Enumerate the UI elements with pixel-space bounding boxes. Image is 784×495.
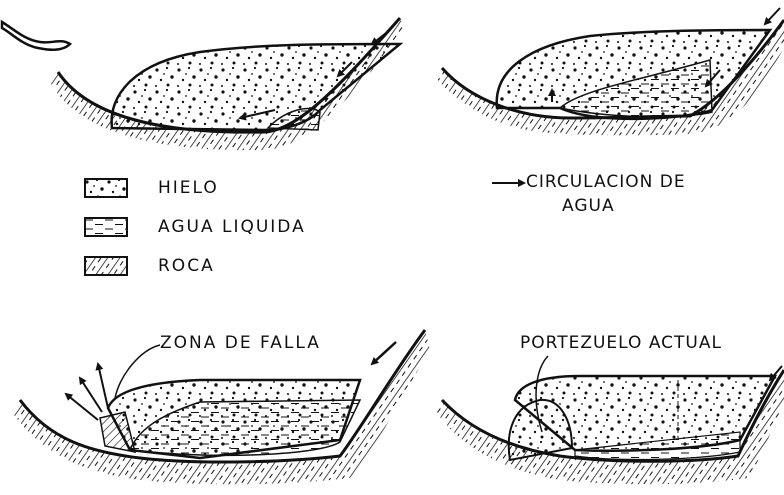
legend-flow-label-line1: CIRCULACION DE — [526, 172, 686, 192]
flow-arrow-3a — [372, 342, 396, 364]
distant-ridge-1 — [2, 22, 70, 50]
legend-label-rock: ROCA — [158, 256, 215, 276]
panel-1 — [2, 18, 405, 150]
leak-arrow-3c — [98, 364, 108, 408]
current-pass-label: PORTEZUELO ACTUAL — [520, 333, 722, 353]
panel-4 — [436, 356, 784, 484]
legend-swatch-rock — [84, 256, 128, 276]
fault-zone-label: ZONA DE FALLA — [160, 333, 321, 353]
panel-3 — [12, 330, 430, 484]
legend-swatch-ice — [84, 178, 128, 198]
panel-2 — [436, 8, 784, 135]
flow-arrow-2a — [765, 8, 780, 24]
legend-swatch-water — [84, 217, 128, 237]
legend-flow-label-line2: AGUA — [562, 196, 615, 216]
legend-label-ice: HIELO — [158, 178, 219, 198]
legend-label-water: AGUA LIQUIDA — [158, 217, 306, 237]
